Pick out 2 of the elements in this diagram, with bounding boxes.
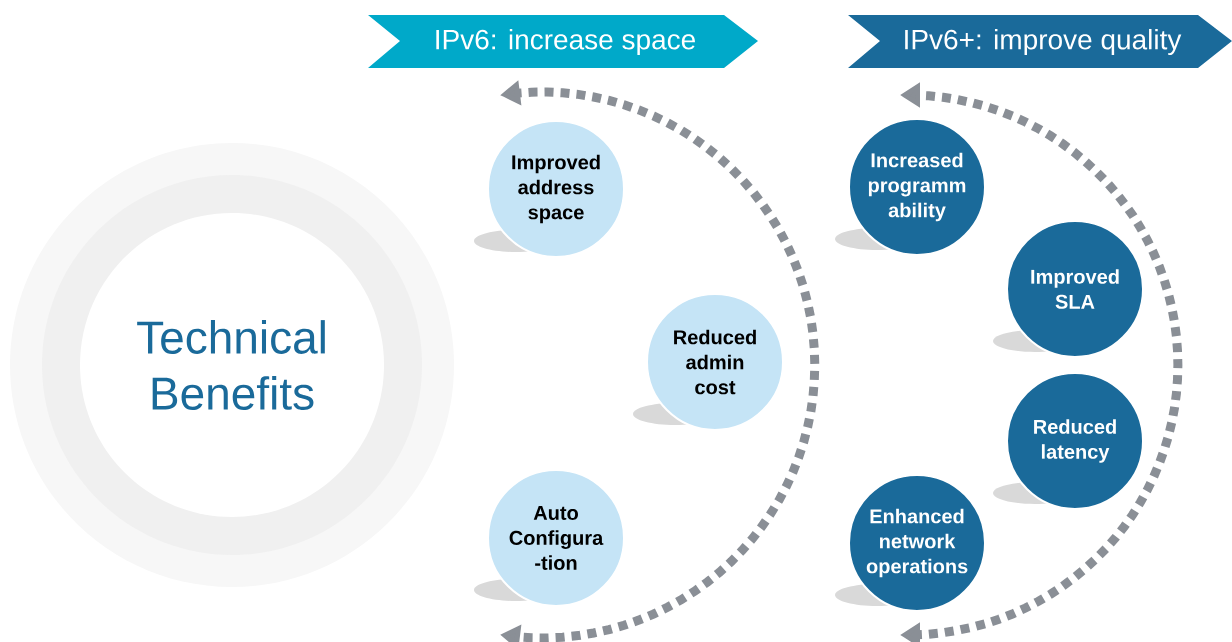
banner: IPv6+: improve quality: [848, 15, 1232, 68]
banner: IPv6: increase space: [368, 15, 758, 68]
